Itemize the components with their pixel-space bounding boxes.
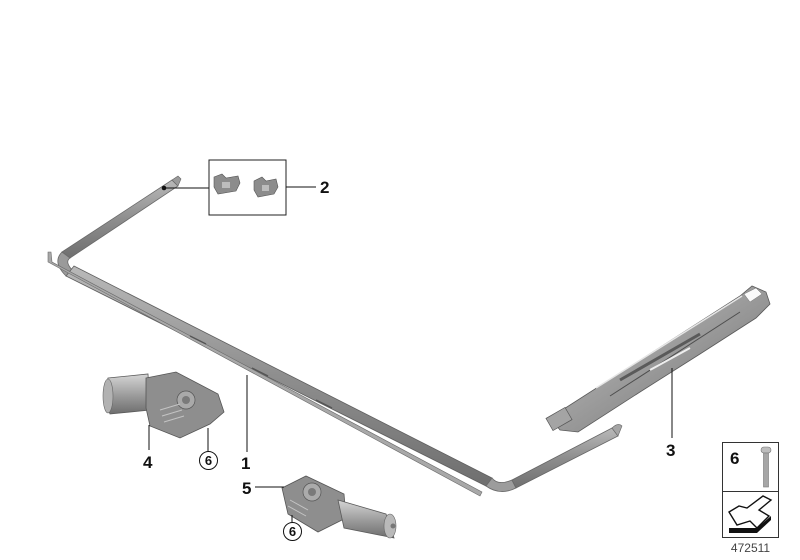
callout-1[interactable]: 1 bbox=[241, 454, 251, 473]
sliding-mechanism bbox=[545, 285, 771, 433]
legend-number: 6 bbox=[730, 449, 740, 468]
screw-icon bbox=[760, 446, 772, 488]
legend-screw-cell: 6 bbox=[723, 443, 778, 492]
callout-5[interactable]: 5 bbox=[242, 479, 252, 498]
clip-right bbox=[253, 176, 279, 198]
clip-left bbox=[213, 173, 241, 195]
circled-ref-6-motor-4[interactable]: 6 bbox=[199, 451, 218, 470]
drive-motor-left bbox=[102, 371, 225, 439]
diagram-id: 472511 bbox=[730, 541, 771, 555]
circled-ref-6-motor-5[interactable]: 6 bbox=[283, 522, 302, 541]
arrow-icon bbox=[728, 495, 773, 533]
clips-box bbox=[208, 159, 287, 216]
drive-motor-right bbox=[281, 475, 397, 539]
callout-4[interactable]: 4 bbox=[143, 453, 153, 472]
callout-2[interactable]: 2 bbox=[320, 178, 330, 197]
callout-3[interactable]: 3 bbox=[666, 441, 676, 460]
legend-box-6[interactable]: 6 bbox=[722, 442, 779, 538]
guide-rail-frame bbox=[47, 175, 623, 497]
